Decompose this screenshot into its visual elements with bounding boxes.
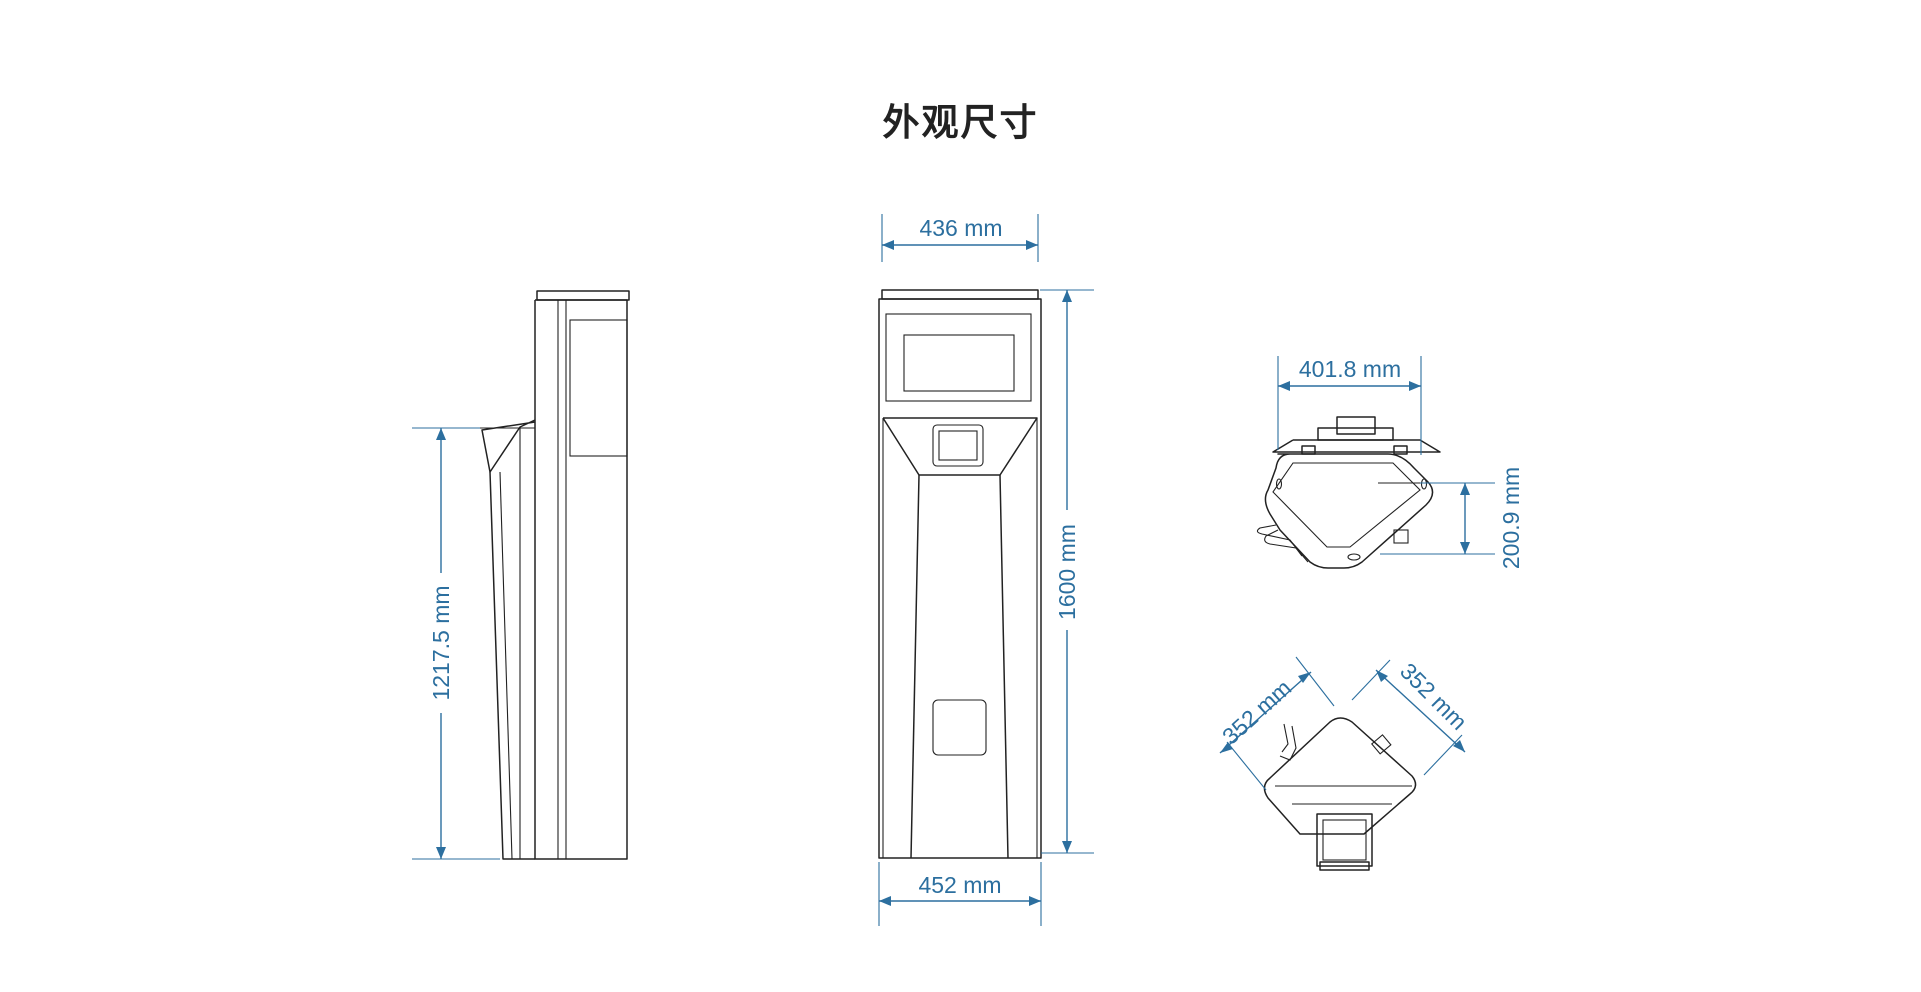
front-top-width-label: 436 mm xyxy=(919,215,1002,241)
front-view-outline xyxy=(878,289,1042,859)
bottom-view: 352 mm 352 mm xyxy=(1217,656,1472,871)
page-title: 外观尺寸 xyxy=(882,101,1039,144)
side-height-dimension: 1217.5 mm xyxy=(412,427,500,860)
bottom-left-edge-label: 352 mm xyxy=(1217,675,1296,750)
top-depth-dimension: 200.9 mm xyxy=(1380,467,1524,569)
front-view: 436 mm 452 mm 1600 mm xyxy=(878,214,1094,926)
bottom-view-outline xyxy=(1263,717,1417,871)
front-bottom-width-label: 452 mm xyxy=(918,872,1001,898)
side-height-label: 1217.5 mm xyxy=(428,585,454,700)
top-depth-label: 200.9 mm xyxy=(1498,467,1524,569)
side-view: 1217.5 mm xyxy=(412,290,630,860)
front-bottom-width-dimension: 452 mm xyxy=(878,862,1042,926)
front-height-dimension: 1600 mm xyxy=(1040,289,1094,854)
top-width-label: 401.8 mm xyxy=(1299,356,1401,382)
top-view: 401.8 mm 200.9 mm xyxy=(1256,356,1524,569)
top-view-outline xyxy=(1256,416,1458,569)
top-width-dimension: 401.8 mm xyxy=(1277,356,1422,455)
front-height-label: 1600 mm xyxy=(1054,524,1080,620)
bottom-right-edge-dimension: 352 mm xyxy=(1351,658,1472,776)
side-view-outline xyxy=(478,290,630,860)
bottom-left-edge-dimension: 352 mm xyxy=(1217,656,1335,791)
front-top-width-dimension: 436 mm xyxy=(881,214,1039,262)
